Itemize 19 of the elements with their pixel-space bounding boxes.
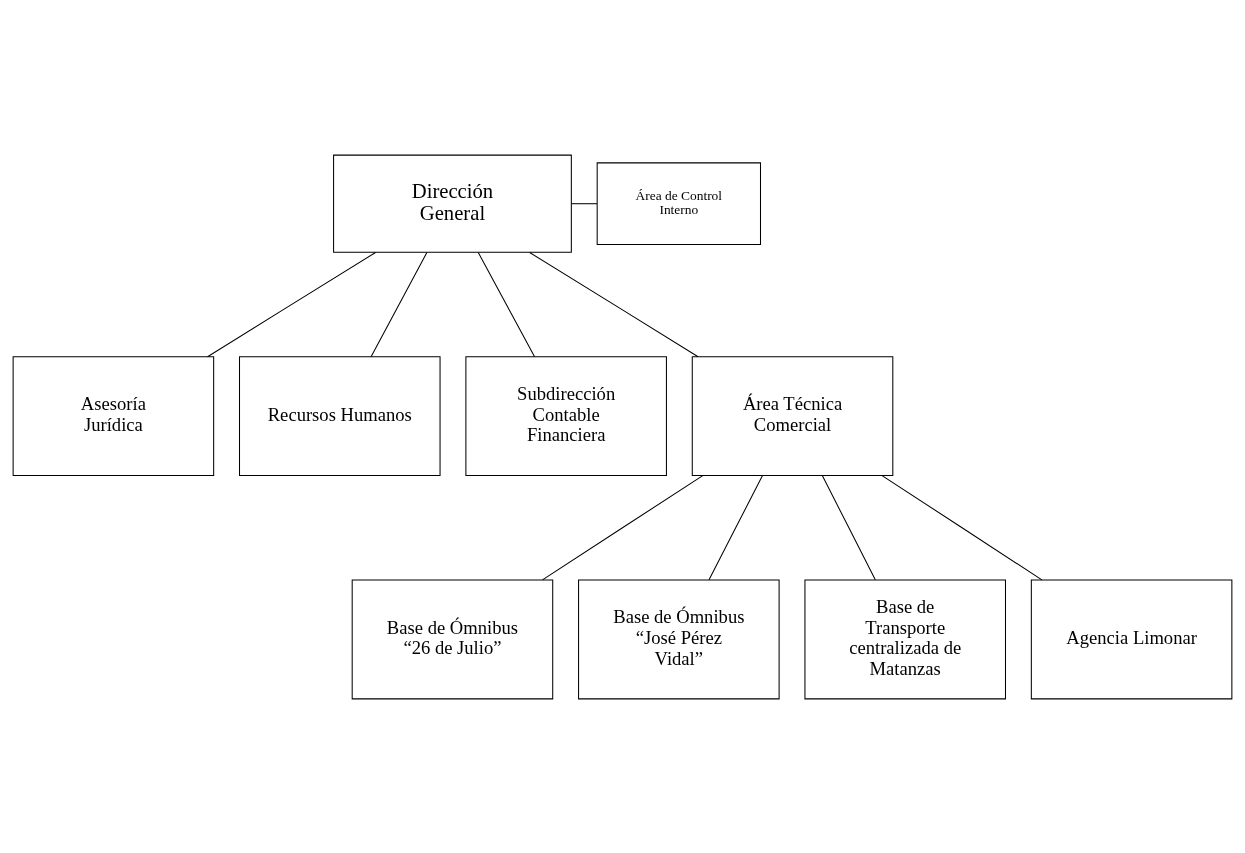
node-box: Recursos Humanos [239, 355, 441, 476]
connector [529, 251, 699, 357]
node-box: Base de Ómnibus “José Pérez Vidal” [578, 578, 780, 699]
node-box: Dirección General [333, 154, 572, 253]
node-box: Asesoría Jurídica [12, 355, 215, 476]
connector [370, 251, 428, 357]
node-box: Agencia Limonar [1030, 578, 1233, 699]
node-box: Área Técnica Comercial [691, 355, 894, 476]
connector [570, 202, 598, 204]
connector [477, 251, 536, 357]
node-box: Subdirección Contable Financiera [465, 355, 667, 476]
node-box: Área de Control Interno [596, 161, 761, 245]
connector [207, 251, 377, 357]
node-box: Base de Ómnibus “26 de Julio” [351, 578, 554, 699]
connector [881, 474, 1043, 580]
node-box: Base de Transporte centralizada de Matanzas [804, 578, 1006, 699]
connector [708, 474, 764, 580]
connector [821, 474, 876, 580]
connector [541, 474, 704, 580]
